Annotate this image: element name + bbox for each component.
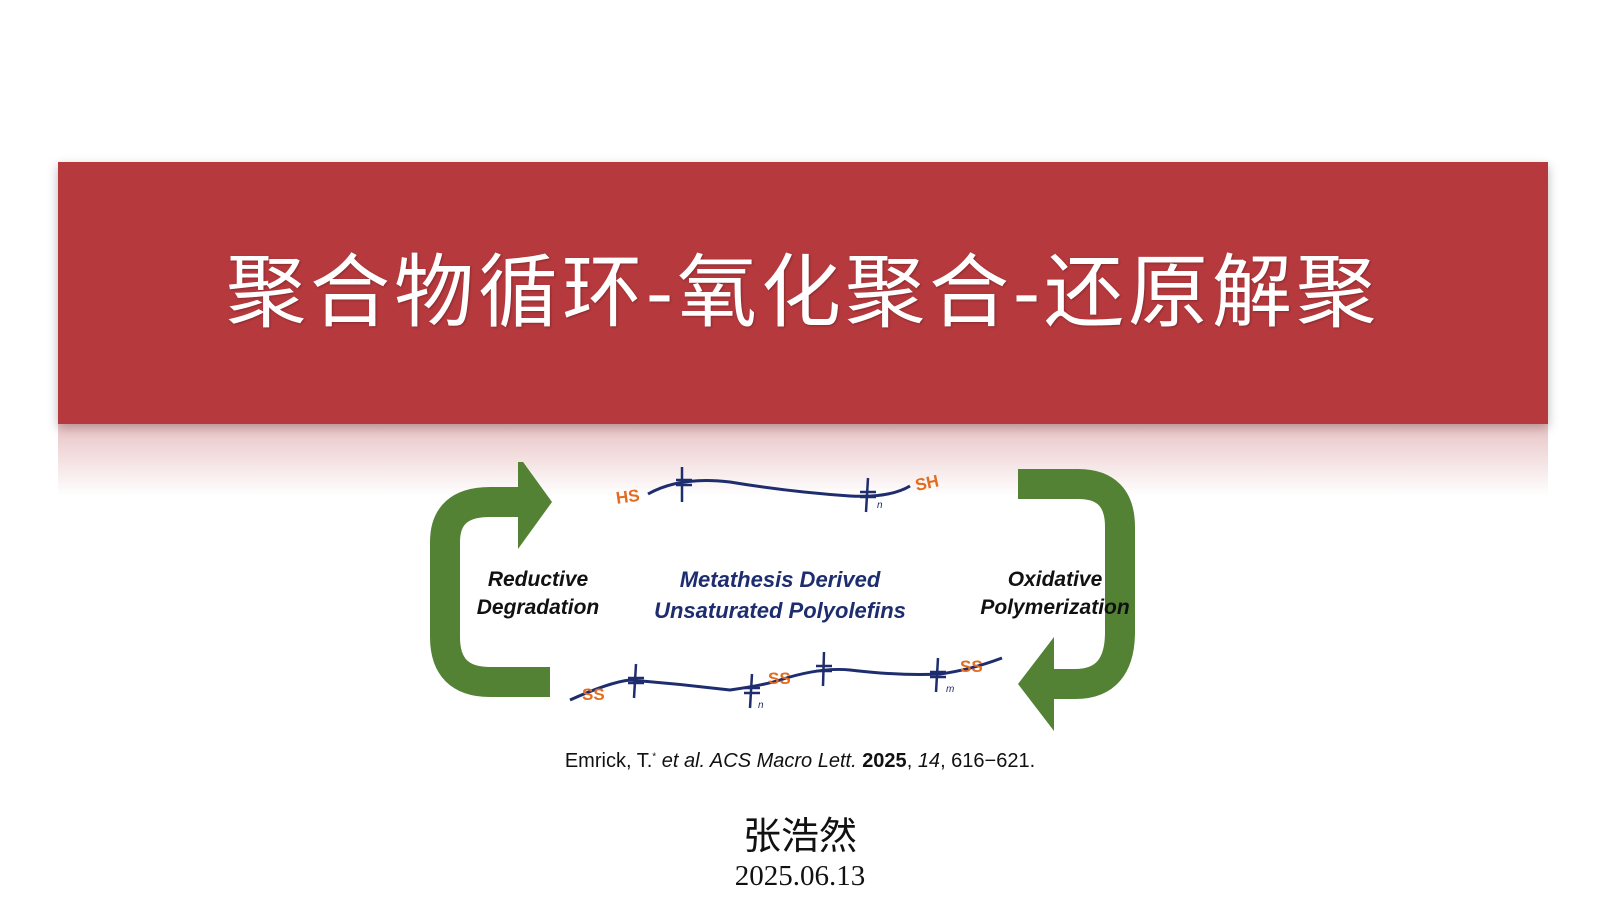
title-banner: 聚合物循环-氧化聚合-还原解聚: [58, 162, 1548, 424]
banner-reflection: [58, 424, 1548, 496]
left-cycle-arrow: [430, 487, 550, 697]
citation-volume: 14: [917, 750, 941, 772]
oxidative-polymerization-label: Oxidative Polymerization: [980, 568, 1130, 619]
reductive-degradation-label: Reductive Degradation: [476, 568, 600, 619]
citation-pages: , 616−621.: [940, 750, 1036, 772]
polyolefin-label: Metathesis Derived Unsaturated Polyolefi…: [654, 567, 906, 623]
citation-etal: et al.: [656, 750, 710, 772]
bottom-chain-repeat-n: n: [758, 700, 764, 711]
bottom-chain: [569, 656, 1003, 702]
presentation-date: 2025.06.13: [734, 860, 866, 892]
top-chain-repeat: n: [877, 500, 883, 511]
left-arrowhead: [518, 462, 552, 549]
bottom-chain-ss-3: SS: [960, 657, 983, 676]
citation-journal: ACS Macro Lett.: [709, 750, 857, 772]
bottom-chain-ss-2: SS: [768, 669, 791, 688]
top-chain: [647, 479, 911, 498]
presenter-name: 张浩然: [742, 814, 857, 858]
reaction-scheme: HS SH n SS SS SS n m Reductive Degradati…: [430, 462, 1170, 737]
citation-year: 2025: [862, 750, 907, 772]
right-cycle-arrow: [1018, 469, 1135, 699]
bottom-chain-repeat-m: m: [946, 684, 954, 695]
top-chain-right-end: SH: [913, 471, 940, 494]
scheme-graphic: HS SH n SS SS SS n m: [430, 462, 1135, 731]
citation-star: *: [652, 751, 657, 763]
citation: Emrick, T.* et al. ACS Macro Lett. 2025,…: [564, 750, 1036, 772]
citation-authors: Emrick, T.: [564, 750, 653, 772]
top-chain-left-end: HS: [615, 486, 641, 508]
slide-title: 聚合物循环-氧化聚合-还原解聚: [225, 246, 1381, 339]
right-arrowhead: [1018, 637, 1054, 731]
bottom-chain-ss-1: SS: [582, 685, 605, 704]
